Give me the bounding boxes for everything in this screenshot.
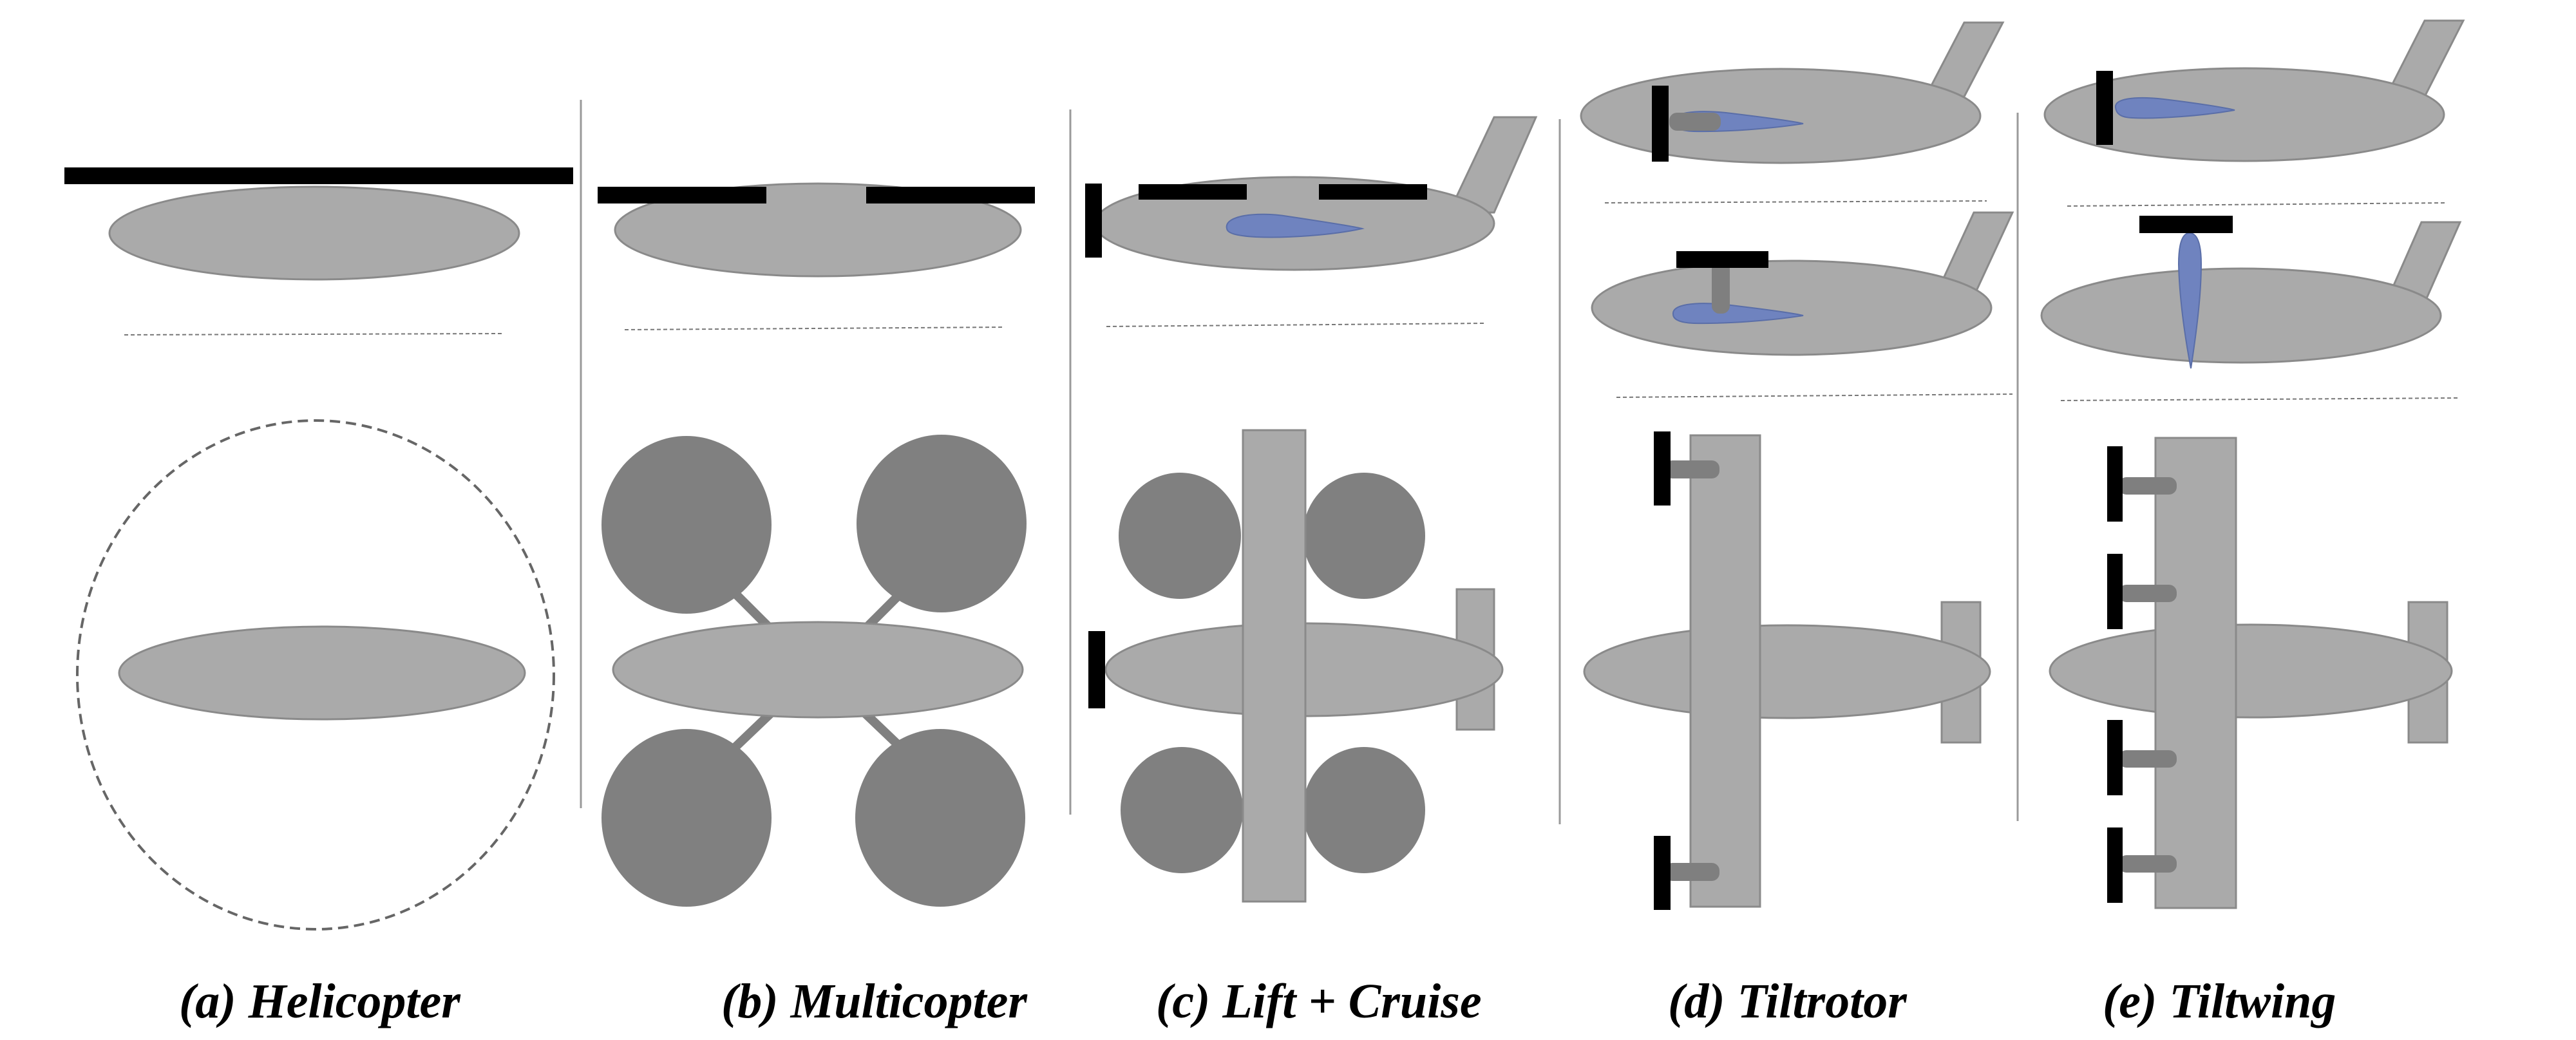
pusher-propeller <box>1085 184 1102 258</box>
tiltrotor-top-view <box>1583 431 1991 910</box>
view-separator <box>1106 323 1485 327</box>
view-separator <box>624 326 1005 330</box>
fuselage-side <box>108 185 520 281</box>
nacelle <box>1669 113 1721 131</box>
fuselage-side <box>614 182 1022 278</box>
lift-cruise-top-view <box>1088 429 1504 903</box>
rotor-disc-bottom-left <box>601 729 772 907</box>
proprotor-lower <box>1654 836 1671 910</box>
fuselage-top <box>2049 623 2453 719</box>
rotor-disc-top-right <box>857 435 1027 612</box>
wing-airfoil <box>1672 303 1804 325</box>
caption-multicopter: (b) Multicopter <box>721 974 1028 1028</box>
view-separator <box>2067 202 2448 207</box>
nacelle-upper <box>1665 460 1719 478</box>
fuselage-top <box>1583 624 1991 719</box>
main-rotor-blade <box>64 167 573 184</box>
fuselage-top <box>612 621 1024 719</box>
view-separator <box>1604 200 1987 203</box>
caption-tiltwing: (e) Tiltwing <box>2103 974 2336 1028</box>
tiltwing-cruise-side-view <box>2043 19 2465 162</box>
nacelle-3 <box>2119 750 2177 768</box>
propeller-1 <box>2107 446 2123 522</box>
nacelle <box>1712 261 1730 314</box>
lift-rotor-front-left <box>1119 473 1241 599</box>
nacelle-lower <box>1665 863 1719 881</box>
lift-rotor-rear-left <box>1121 747 1243 873</box>
proprotor-forward <box>1652 86 1669 162</box>
propeller-forward <box>2096 71 2113 145</box>
pusher-propeller <box>1088 631 1105 708</box>
propeller-4 <box>2107 827 2123 903</box>
wing-airfoil-tilted <box>2177 232 2202 369</box>
lift-rotor-blade-rear <box>1319 184 1427 200</box>
proprotor-upper <box>1654 431 1671 506</box>
panel-tiltrotor <box>1580 21 2014 910</box>
rotor-disc-top-left <box>601 436 772 614</box>
panel-helicopter <box>64 167 573 931</box>
rotor-blade-left <box>598 187 766 203</box>
rotor-blade-right <box>866 187 1035 203</box>
lift-cruise-side-view <box>1085 116 1538 271</box>
wing-planform <box>1689 434 1761 908</box>
nacelle-1 <box>2119 477 2177 495</box>
wing-airfoil <box>1226 213 1365 238</box>
multicopter-top-view <box>601 435 1027 907</box>
caption-helicopter: (a) Helicopter <box>179 974 461 1028</box>
panel-lift-cruise <box>1085 116 1538 903</box>
lift-rotor-rear-right <box>1303 747 1425 873</box>
tiltwing-top-view <box>2049 437 2453 909</box>
wing-airfoil <box>2114 97 2235 119</box>
fuselage-side <box>1591 260 1993 356</box>
lift-rotor-blade-front <box>1139 184 1247 200</box>
rotor-disc-outline <box>76 419 555 931</box>
propeller-2 <box>2107 554 2123 629</box>
helicopter-side-view <box>64 167 573 281</box>
nacelle-2 <box>2119 585 2177 602</box>
rotor-disc-bottom-right <box>855 729 1025 907</box>
tiltwing-hover-side-view <box>2040 216 2462 369</box>
fuselage-side <box>1580 68 1982 164</box>
propeller-upward <box>2139 216 2233 233</box>
wing-planform <box>2154 437 2237 909</box>
fuselage-side <box>2040 267 2442 364</box>
caption-tiltrotor: (d) Tiltrotor <box>1668 974 1908 1028</box>
panel-multicopter <box>598 182 1035 907</box>
lift-rotor-front-right <box>1303 473 1425 599</box>
fuselage-side <box>2043 67 2445 162</box>
tiltrotor-hover-side-view <box>1591 211 2014 356</box>
panel-dividers <box>580 100 2019 824</box>
proprotor-upward <box>1676 251 1768 268</box>
panel-tiltwing <box>2040 19 2465 909</box>
wing-planform <box>1242 429 1307 903</box>
fuselage-top <box>118 625 526 721</box>
panel-captions: (a) Helicopter (b) Multicopter (c) Lift … <box>179 974 2336 1028</box>
view-separator <box>1616 393 2013 398</box>
tiltrotor-cruise-side-view <box>1580 21 2005 164</box>
helicopter-top-view <box>76 419 555 931</box>
view-separator <box>2060 397 2459 401</box>
propeller-3 <box>2107 720 2123 795</box>
multicopter-side-view <box>598 182 1035 278</box>
nacelle-4 <box>2119 855 2177 873</box>
caption-lift-cruise: (c) Lift + Cruise <box>1156 974 1482 1028</box>
tail-fin <box>1924 21 2005 98</box>
view-separator <box>124 333 503 336</box>
